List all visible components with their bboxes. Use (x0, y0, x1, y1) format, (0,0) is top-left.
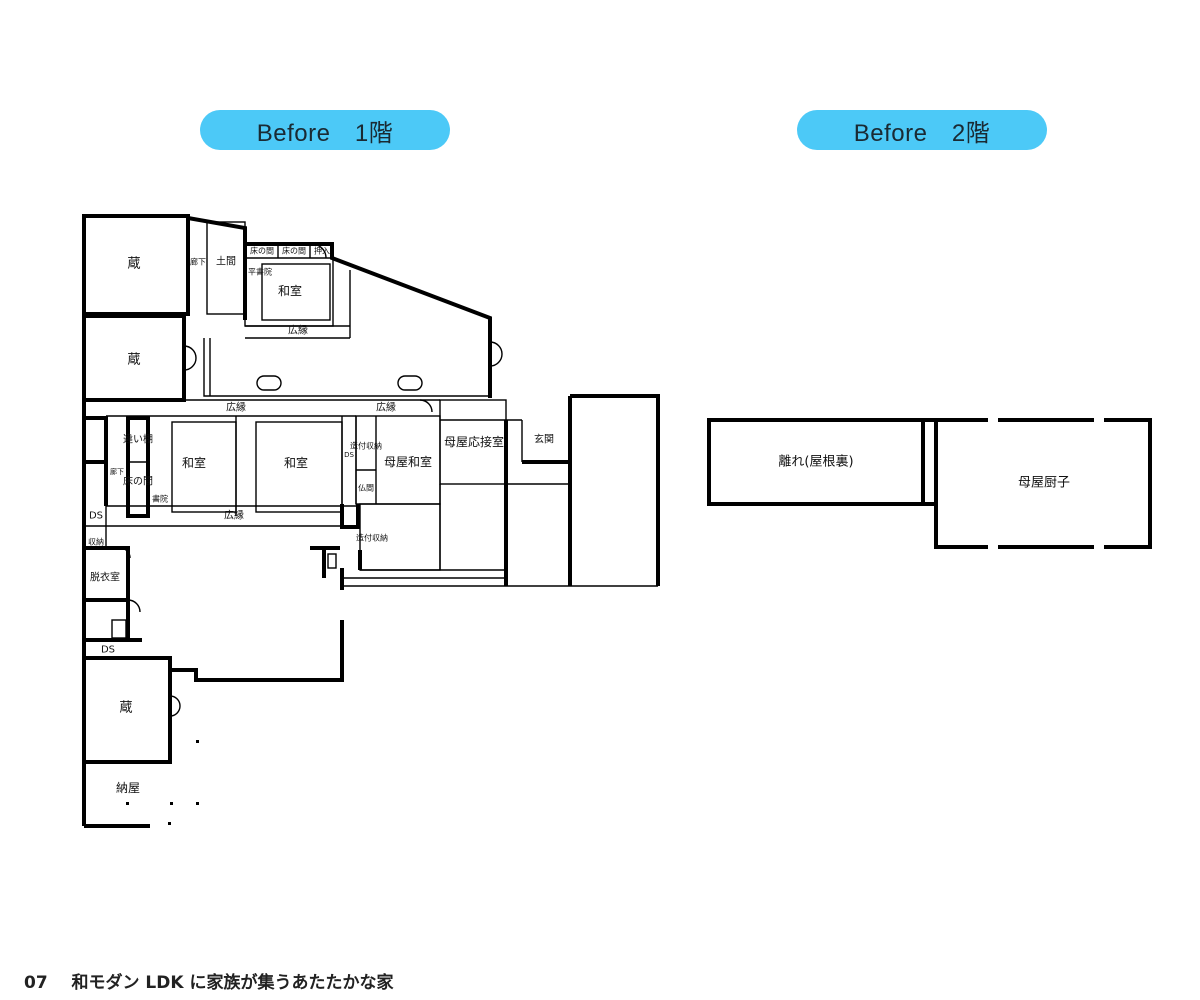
room-hiroen-right: 広縁 (376, 401, 396, 414)
room-washitsu-top: 和室 (278, 283, 302, 298)
room-kura-mid: 蔵 (127, 353, 140, 368)
room-datsuishitsu: 脱衣室 (90, 571, 120, 584)
floor1-interior-lines (84, 221, 658, 717)
room-hiroen-bottom: 広縁 (224, 509, 244, 522)
room-shoin: 書院 (152, 494, 168, 504)
room-roka-top: 廊下 (190, 257, 206, 267)
floor1-before-badge: Before 1階 (200, 110, 450, 150)
floor1-walls (82, 214, 660, 828)
room-roka-left: 廊下 (110, 467, 124, 476)
page-title: 和モダン LDK に家族が集うあたたかな家 (71, 973, 394, 993)
room-kura-bottom: 蔵 (119, 701, 132, 716)
room-doma: 土間 (216, 255, 236, 268)
room-washitsu-a: 和室 (182, 455, 206, 470)
room-oshiire: 押入 (314, 246, 330, 256)
room-ds-1: DS (89, 511, 103, 522)
room-hiroen-left: 広縁 (226, 401, 246, 414)
floor1-post-dots (126, 740, 199, 825)
room-hirashoin: 平書院 (248, 267, 272, 277)
room-butsuma: 仏間 (358, 484, 374, 493)
floor2-walls (707, 418, 1152, 549)
floor2-window-marks (988, 417, 1104, 550)
floor2-labels: 離れ(屋根裏) 母屋厨子 (778, 455, 1070, 491)
room-tsukezuke-a: 造付収納 (350, 441, 382, 451)
room-omoya-zushi: 母屋厨子 (1018, 476, 1070, 491)
room-washitsu-b: 和室 (284, 455, 308, 470)
room-tsukezuke-b: 造付収納 (356, 533, 388, 543)
page-number: 07 (24, 973, 48, 993)
room-tokonoma-b: 床の間 (282, 246, 306, 256)
floor2-before-badge: Before 2階 (797, 110, 1047, 150)
room-omoya-ousetsu: 母屋応接室 (444, 434, 504, 449)
room-tokonoma-a: 床の間 (250, 246, 274, 256)
room-hiroen-top: 広縁 (288, 324, 308, 337)
room-shuno: 収納 (88, 537, 104, 547)
room-chigaidana: 違い棚 (123, 433, 153, 446)
room-kura-top: 蔵 (127, 257, 140, 272)
room-hanare: 離れ(屋根裏) (778, 455, 853, 470)
room-ds-small: DS (344, 451, 354, 459)
room-ds-2: DS (101, 645, 115, 656)
floor1-labels: 蔵 蔵 蔵 廊下 土間 床の間 床の間 押入 平書院 和室 広縁 広縁 広縁 違… (88, 246, 554, 796)
page-footer: 07 和モダン LDK に家族が集うあたたかな家 (24, 968, 393, 993)
room-genkan: 玄関 (534, 433, 554, 446)
room-naya: 納屋 (116, 781, 140, 795)
room-omoya-washitsu: 母屋和室 (384, 454, 432, 469)
room-tokonoma-c: 床の間 (123, 475, 153, 488)
